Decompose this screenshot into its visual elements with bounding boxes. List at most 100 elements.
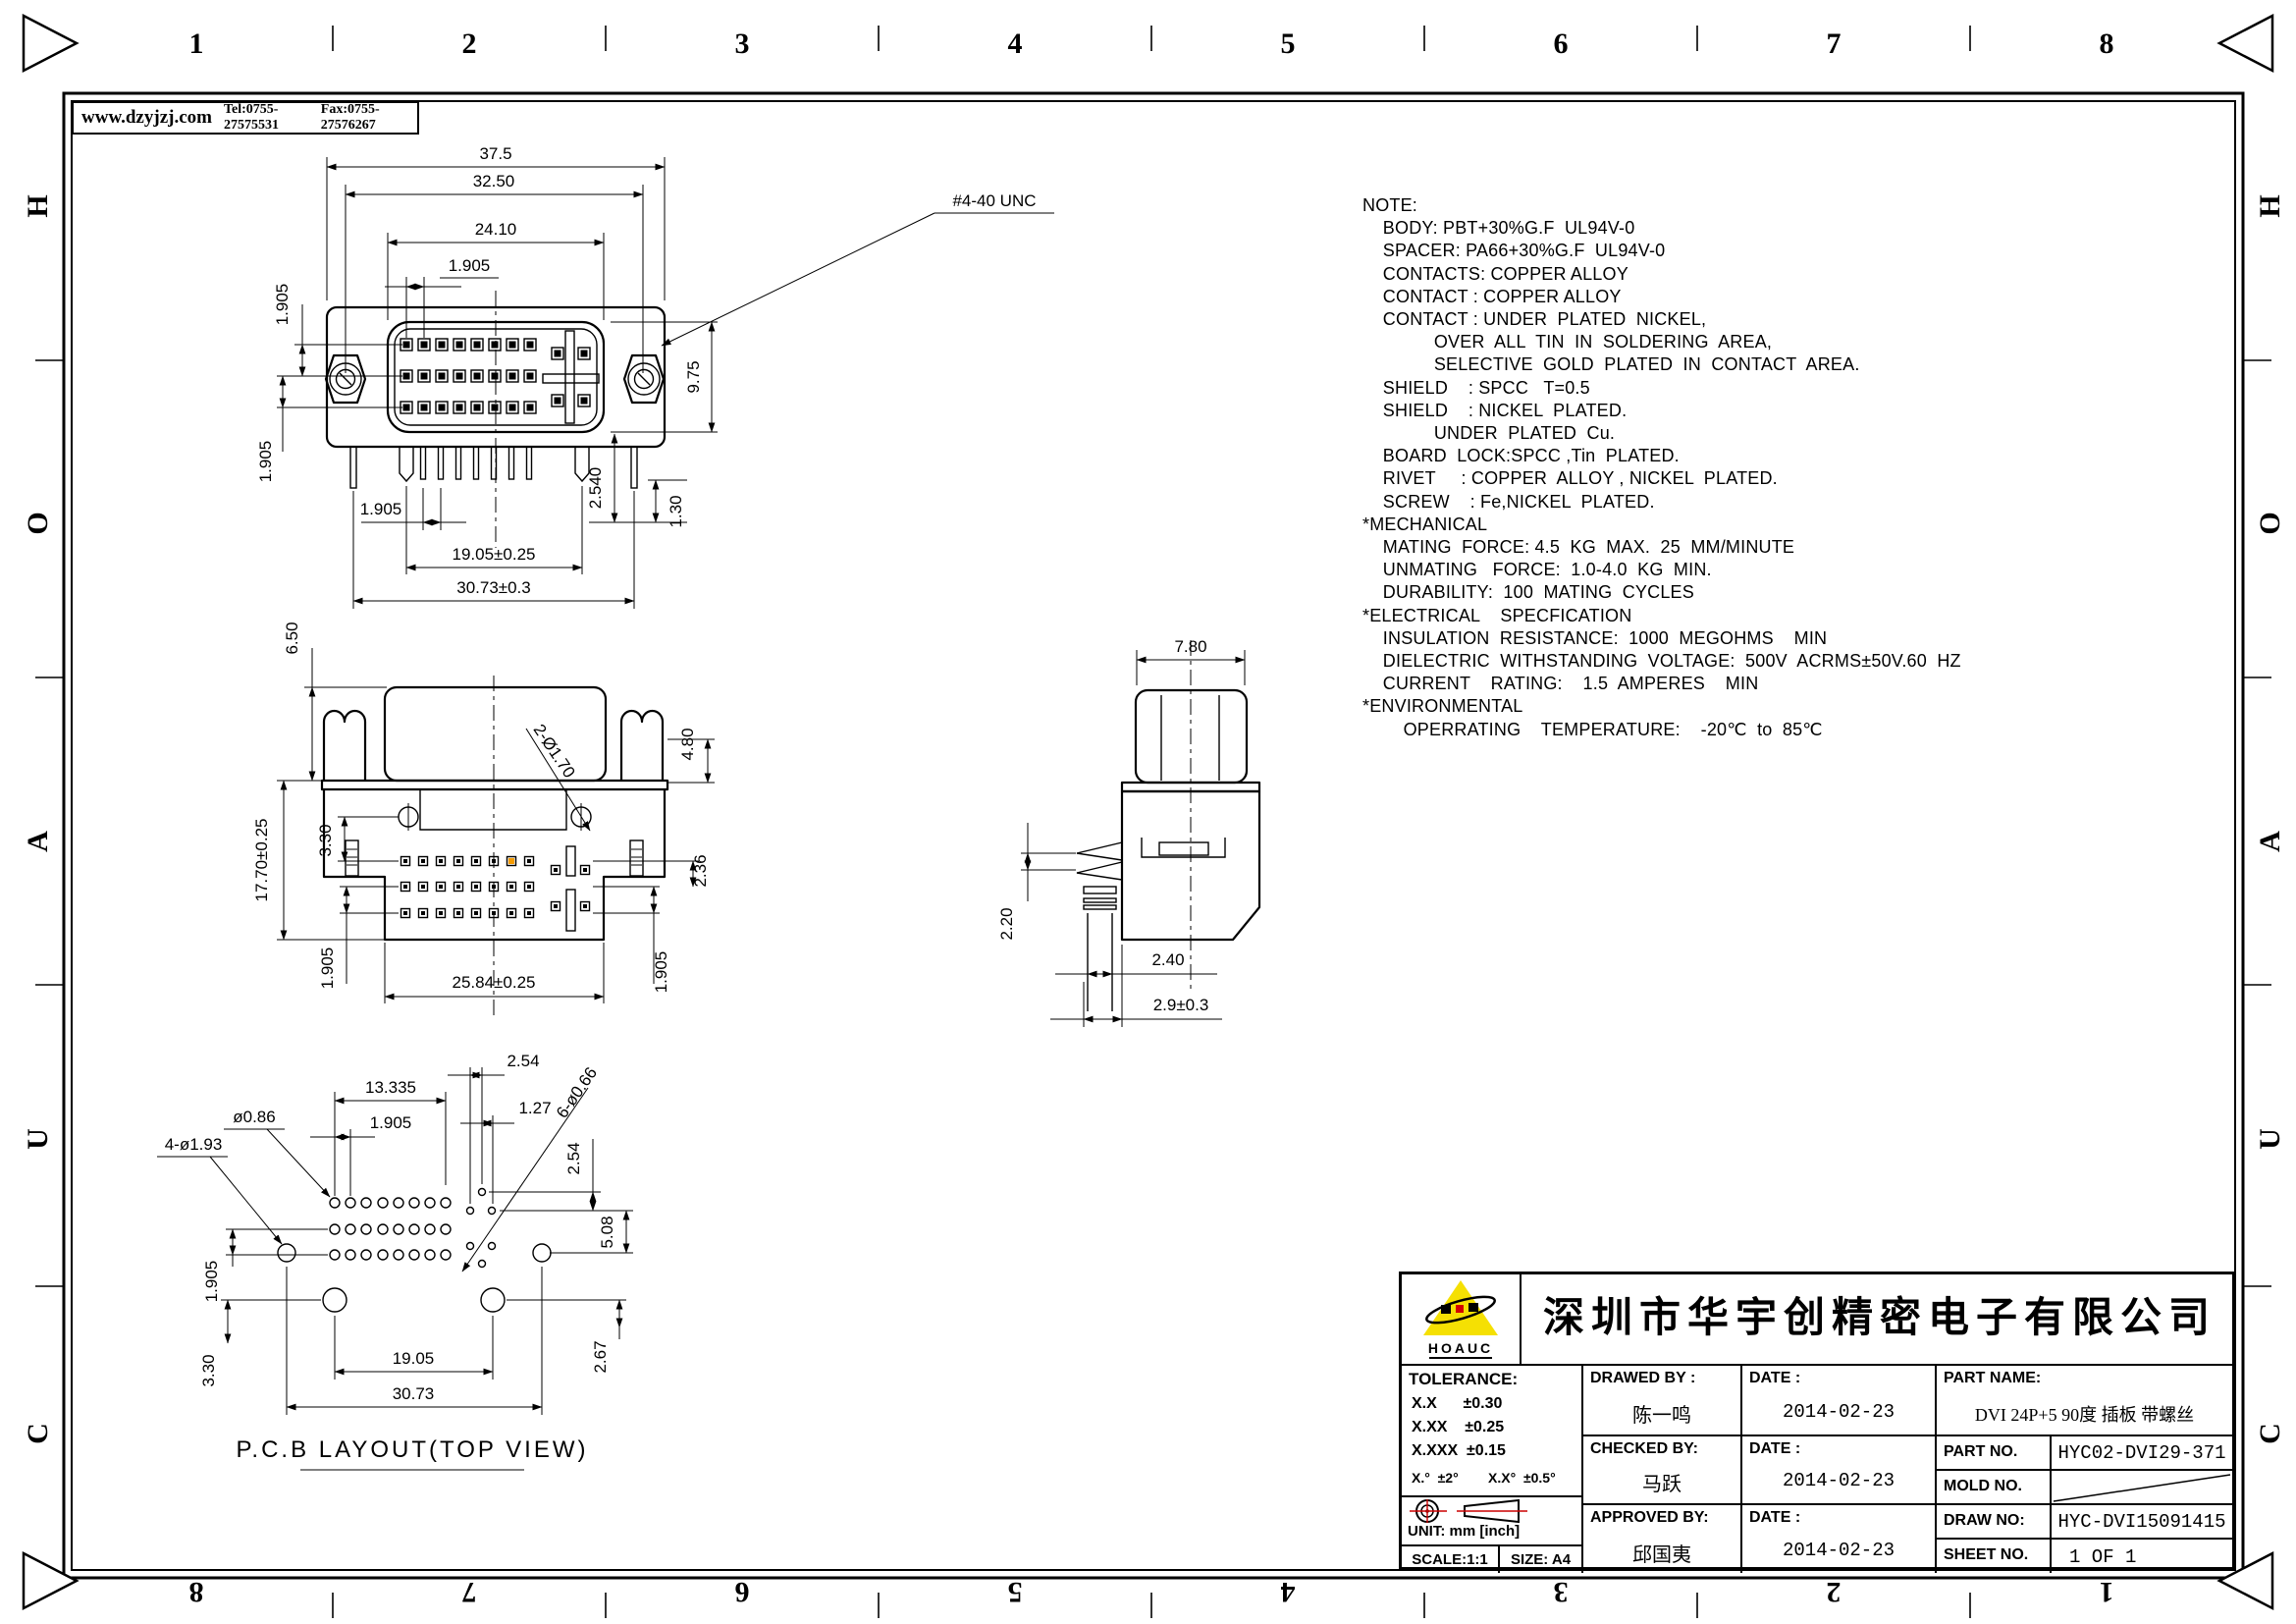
projection-cell [1402,1497,1581,1573]
zone-col-label: 5 [1281,27,1296,60]
dim-row-pitch-b: 1.905 [256,441,275,483]
zone-row-label: U [22,1128,54,1150]
dim-body-width: 25.84±0.25 [453,973,536,992]
pcb-layout-view: 13.335 1.905 ø0.86 4-ø1.93 2.54 1.27 6-ø… [157,1052,633,1471]
drawed-date: 2014-02-23 [1782,1401,1896,1423]
checked-by-cell: CHECKED BY: 马跃 [1583,1436,1740,1503]
date-label: DATE : [1749,1370,1801,1386]
drawed-by-label: DRAWED BY : [1590,1370,1696,1386]
zone-col-label: 7 [462,1576,477,1608]
company-logo: HOAUC [1402,1274,1520,1364]
front-pins [349,446,638,489]
website-text: www.dzyjzj.com [81,107,212,128]
dim-pitch: 1.905 [370,1113,412,1132]
rear-dimensions: 6.50 17.70±0.25 3.30 1.905 25.84±0.25 1.… [252,622,715,1003]
dim-pin-pitch: 1.905 [360,500,402,518]
draw-no-value-cell: HYC-DVI15091415 [2052,1505,2232,1538]
dim-flange-offset: 4.80 [678,728,697,760]
zone-row-label: O [2254,512,2286,534]
logo-text: HOAUC [1428,1340,1493,1356]
side-dimensions: 7.80 2.20 2.40 2.9±0.3 [997,637,1246,1027]
draw-no-value: HYC-DVI15091415 [2057,1511,2226,1533]
zone-col-label: 7 [1827,27,1842,60]
board-lock-side [1076,841,1123,1011]
zone-col-label: 6 [735,1576,750,1608]
part-no-label-cell: PART NO. [1937,1436,2048,1469]
zone-col-label: 2 [462,27,477,60]
dim-micro-v1: 2.54 [564,1142,583,1174]
zone-col-label: 8 [2100,27,2114,60]
zone-row-label: U [2254,1128,2286,1150]
dim-row-pitch: 1.905 [202,1261,221,1303]
front-dimensions: 37.5 32.50 24.10 1.905 #4-40 UNC 9.75 1.… [256,144,1054,609]
dim-total-height: 17.70±0.25 [252,819,271,902]
approved-by-name: 邱国夷 [1632,1544,1691,1566]
dim-pin-span: 19.05±0.25 [453,545,536,564]
mold-no-label: MOLD NO. [1944,1478,2022,1494]
dim-micro-v2: 5.08 [598,1216,616,1248]
zone-row-label: C [22,1423,54,1444]
part-name-cell: PART NAME: DVI 24P+5 90度 插板 带螺丝 [1937,1366,2232,1435]
dim-row-span: 13.335 [365,1078,416,1097]
dim-total-width: 37.5 [479,144,511,163]
part-no-value: HYC02-DVI29-371 [2057,1442,2226,1464]
approved-by-cell: APPROVED BY: 邱国夷 [1583,1505,1740,1573]
dim-micro-gap-a: 2.54 [507,1052,539,1070]
part-no-label: PART NO. [1944,1443,2018,1460]
drawed-date-cell: DATE : 2014-02-23 [1742,1366,1935,1435]
solder-cup-grid [400,845,591,932]
sheet-no-value: 1 OF 1 [2069,1546,2137,1568]
zone-col-label: 1 [189,27,204,60]
zone-row-label: H [2254,194,2286,217]
unit-label: UNIT: mm [inch] [1408,1523,1521,1540]
dim-screw-thread: #4-40 UNC [952,191,1036,210]
checked-by-name: 马跃 [1642,1474,1682,1495]
dim-micro-pitch: 2.36 [691,854,710,887]
title-block: HOAUC 深圳市华宇创精密电子有限公司 TOLERANCE: X.X ±0.3… [1399,1272,2235,1573]
zone-col-label: 2 [1827,1576,1842,1608]
dim-contact-pitch: 1.905 [449,256,491,275]
tolerance-label: TOLERANCE: [1409,1370,1519,1388]
date-label: DATE : [1749,1509,1801,1526]
zone-col-label: 1 [2100,1576,2114,1608]
part-no-value-cell: HYC02-DVI29-371 [2052,1436,2232,1469]
notes-block: NOTE: BODY: PBT+30%G.F UL94V-0 SPACER: P… [1362,195,1961,739]
contact-grid [400,338,537,414]
zone-col-label: 4 [1008,27,1023,60]
dim-body-depth: 2.9±0.3 [1153,996,1209,1014]
trim-mark-bottom-right [2216,1550,2274,1611]
front-view: 37.5 32.50 24.10 1.905 #4-40 UNC 9.75 1.… [256,144,1054,609]
zone-row-label: C [2254,1423,2286,1444]
part-name-label: PART NAME: [1944,1370,2042,1386]
zone-col-label: 3 [1554,1576,1569,1608]
tel-text: Tel:0755-27575531 [223,102,279,133]
dim-rivet-holes: 2-Ø1.70 [530,721,579,782]
approved-date-cell: DATE : 2014-02-23 [1742,1505,1935,1573]
dim-pin-offset: 1.30 [667,495,685,527]
tolerance-row: X.X ±0.30 [1412,1395,1503,1412]
third-angle-projection-icon [1410,1498,1527,1524]
trim-mark-top-right [2216,13,2274,74]
dim-row-pitch-left: 1.905 [318,947,337,990]
dim-row-pitch-right: 1.905 [652,951,670,994]
dim-row-pitch-a: 1.905 [273,284,292,326]
zone-ticks [35,26,2271,1618]
zone-col-label: 3 [735,27,750,60]
sheet-no-label-cell: SHEET NO. [1937,1540,2048,1573]
scale-label: SCALE:1:1 [1412,1551,1488,1568]
rear-view: 6.50 17.70±0.25 3.30 1.905 25.84±0.25 1.… [252,622,715,1019]
dim-standoff-height: 6.50 [283,622,301,654]
company-name: 深圳市华宇创精密电子有限公司 [1542,1296,2216,1341]
approved-by-label: APPROVED BY: [1590,1509,1709,1526]
checked-by-label: CHECKED BY: [1590,1440,1698,1457]
trim-mark-bottom-left [22,1550,80,1611]
dim-mount-v: 2.67 [591,1340,610,1373]
part-name-value: DVI 24P+5 90度 插板 带螺丝 [1974,1405,2195,1425]
fax-text: Fax:0755-27576267 [320,102,380,133]
zone-row-label: A [22,831,54,852]
header-contact-bar: www.dzyjzj.com Tel:0755-27575531 Fax:075… [72,101,419,135]
dim-hole-dia: ø0.86 [233,1108,275,1126]
tolerance-row: X.XXX ±0.15 [1412,1442,1506,1459]
